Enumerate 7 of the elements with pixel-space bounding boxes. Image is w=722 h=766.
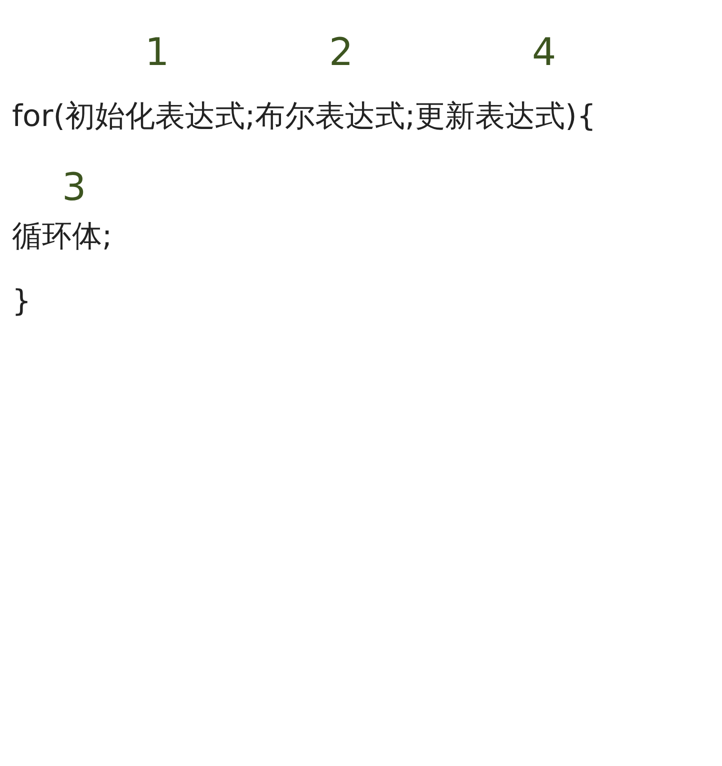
- callout-number: 3: [62, 168, 86, 206]
- callout-number: 2: [329, 33, 354, 71]
- code-line: for(初始化表达式;布尔表达式;更新表达式){: [12, 102, 596, 132]
- callout-number: 4: [532, 33, 556, 71]
- code-line: }: [12, 287, 32, 317]
- callout-number: 1: [145, 33, 170, 71]
- code-line: 循环体;: [12, 222, 112, 252]
